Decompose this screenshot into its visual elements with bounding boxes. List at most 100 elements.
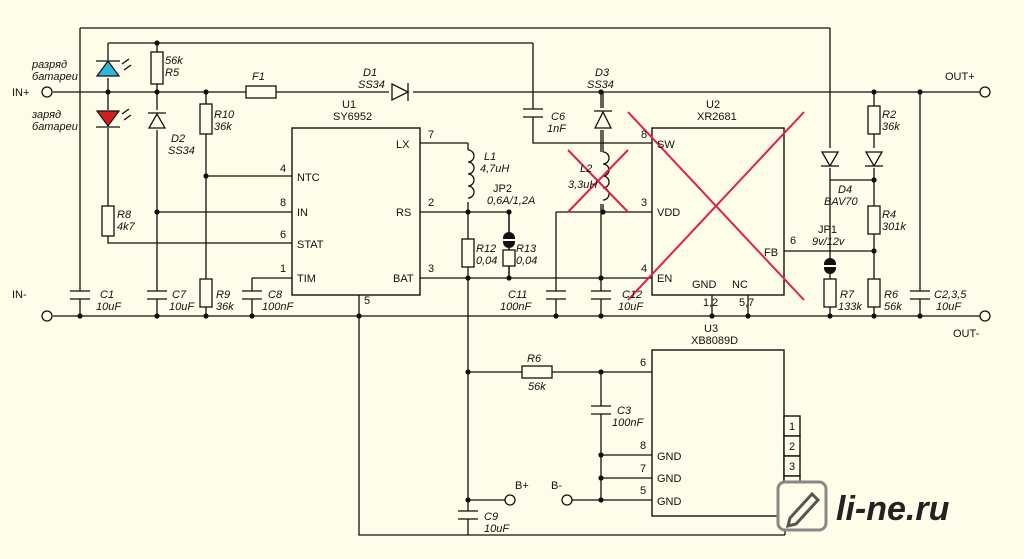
- u3-chip: [651, 349, 785, 517]
- r7-ref: R7: [840, 289, 855, 301]
- c8-ref: C8: [268, 289, 283, 301]
- u1-pin6: 6: [280, 229, 286, 241]
- components: [70, 51, 930, 520]
- u3-pin6: 6: [640, 357, 646, 369]
- r8-resistor: [101, 205, 115, 237]
- c12-capacitor: [591, 290, 611, 300]
- c8-value: 100nF: [262, 301, 294, 313]
- u1-lx: LX: [396, 139, 410, 151]
- u1-pin3: 3: [428, 263, 434, 275]
- l2-inductor: [597, 151, 611, 204]
- removed-marks: [567, 111, 805, 301]
- r10-ref: R10: [214, 109, 235, 121]
- d1-diode: [389, 82, 413, 102]
- charge-label-1: заряд: [31, 109, 61, 121]
- pencil-logo-icon: [776, 480, 828, 532]
- in-plus-terminal: [41, 86, 53, 98]
- u1-ntc: NTC: [297, 172, 320, 184]
- u2-nc: NC: [732, 279, 748, 291]
- u1-stat: STAT: [297, 239, 324, 251]
- r5-resistor: [150, 51, 164, 85]
- r13-resistor: [502, 249, 516, 267]
- l2-ref: L2: [580, 163, 592, 175]
- u3-part: XB8089D: [691, 335, 738, 347]
- u2-en: EN: [657, 273, 672, 285]
- d3-value: SS34: [587, 79, 614, 91]
- r9-value: 36k: [216, 301, 234, 313]
- d1-ref: D1: [363, 67, 377, 79]
- terminals: [41, 86, 991, 506]
- f1-ref: F1: [252, 71, 265, 83]
- u3-pin3: 3: [789, 461, 795, 473]
- u1-pin5: 5: [364, 295, 370, 307]
- u2-pin8: 8: [641, 129, 647, 141]
- out-minus-terminal: [979, 310, 991, 322]
- c8-capacitor: [242, 290, 262, 300]
- r4-ref: R4: [882, 209, 896, 221]
- labels: IN+ IN- OUT+ OUT- B+ B- разряд батареи з…: [12, 55, 980, 535]
- l2-value: 3,3uH: [568, 179, 597, 191]
- c11-ref: C11: [508, 289, 527, 301]
- c1-capacitor: [70, 290, 90, 300]
- discharge-label-2: батареи: [32, 71, 78, 83]
- discharge-led: [95, 58, 132, 78]
- l1-ref: L1: [484, 151, 496, 163]
- c6-capacitor: [523, 108, 543, 118]
- u2-sw: SW: [657, 139, 675, 151]
- r4-resistor: [867, 205, 881, 235]
- r12-resistor: [461, 238, 475, 268]
- d2-ref: D2: [171, 133, 185, 145]
- r6a-ref: R6: [884, 289, 899, 301]
- u2-pin12: 1,2: [703, 297, 718, 309]
- charge-led: [95, 108, 132, 128]
- u2-vdd: VDD: [657, 207, 680, 219]
- r12-ref: R12: [476, 243, 496, 255]
- c6-ref: C6: [551, 111, 566, 123]
- r7-resistor: [823, 278, 837, 308]
- charge-label-2: батареи: [32, 121, 78, 133]
- d3-ref: D3: [595, 67, 610, 79]
- u3-pin7: 7: [640, 463, 646, 475]
- in-minus-terminal: [41, 310, 53, 322]
- r6b-ref: R6: [527, 353, 542, 365]
- watermark: li-ne.ru: [776, 480, 950, 532]
- u1-chip: [291, 127, 421, 296]
- u1-rs: RS: [396, 207, 411, 219]
- u1-part: SY6952: [333, 111, 372, 123]
- u3-ref: U3: [704, 323, 718, 335]
- u2-pin3: 3: [641, 197, 647, 209]
- d4-diode: [820, 148, 884, 181]
- r10-value: 36k: [214, 121, 232, 133]
- b-minus-terminal: [561, 494, 573, 506]
- u1-pin2: 2: [428, 197, 434, 209]
- f1-fuse: [245, 85, 277, 99]
- u3-pin8: 8: [640, 440, 646, 452]
- r8-value: 4k7: [117, 221, 136, 233]
- u2-pin57: 5,7: [739, 297, 754, 309]
- out-plus-label: OUT+: [945, 71, 975, 83]
- r2-value: 36k: [882, 121, 900, 133]
- u3-gnd2: GND: [657, 473, 682, 485]
- c235-value: 10uF: [936, 301, 962, 313]
- b-plus-terminal: [504, 494, 516, 506]
- d1-value: SS34: [358, 79, 385, 91]
- r5-ref: R5: [165, 67, 180, 79]
- r2-resistor: [867, 105, 881, 135]
- jp1-value: 9v/12v: [812, 236, 846, 248]
- u1-pin8: 8: [280, 197, 286, 209]
- u1-pin1: 1: [280, 263, 286, 275]
- r2-ref: R2: [882, 109, 896, 121]
- c3-ref: C3: [617, 405, 632, 417]
- l1-value: 4,7uH: [480, 163, 509, 175]
- r9-resistor: [199, 278, 213, 308]
- d3-diode: [593, 108, 613, 130]
- r13-ref: R13: [516, 243, 537, 255]
- b-minus-label: B-: [551, 480, 562, 492]
- u1-bat: BAT: [393, 273, 414, 285]
- u2-ref: U2: [706, 99, 720, 111]
- r6a-value: 56k: [884, 301, 902, 313]
- c11-capacitor: [546, 290, 566, 300]
- r5-value: 56k: [165, 55, 183, 67]
- u2-gnd: GND: [692, 279, 717, 291]
